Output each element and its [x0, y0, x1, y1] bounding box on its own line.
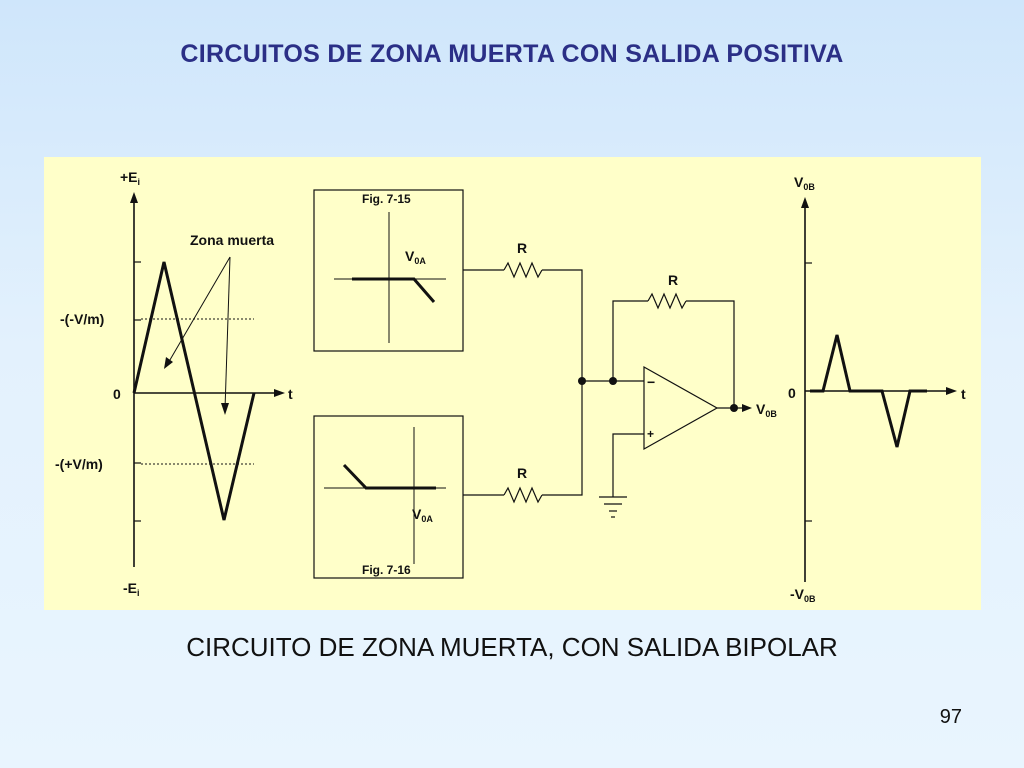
upper-threshold-label: -(-V/m): [60, 311, 104, 327]
fig-7-15-box: Fig. 7-15 V0A: [313, 189, 464, 352]
output-origin-label: 0: [788, 385, 796, 401]
output-t-arrow: [946, 387, 957, 395]
wire: [612, 433, 644, 497]
output-y-bottom-label: -V0B: [790, 586, 816, 604]
wire: [542, 269, 583, 381]
input-y-arrow: [130, 192, 138, 203]
wire: [612, 300, 648, 381]
fig-7-15-caption: Fig. 7-15: [362, 192, 411, 206]
wire: [542, 381, 583, 496]
fig-7-15-transfer-curve: [352, 277, 436, 303]
annotation-arrow-right: [224, 256, 231, 410]
output-graph: V0B -V0B 0 t: [788, 174, 966, 604]
input-y-top-label: +Ei: [120, 169, 140, 187]
fig-7-16-frame: [313, 415, 464, 579]
fig-7-16-caption: Fig. 7-16: [362, 563, 411, 577]
circuit-diagram: +Ei -Ei 0 t -(-V/m) -(+V/m) Zona muerta …: [55, 169, 966, 604]
output-y-arrow: [801, 197, 809, 208]
annotation-arrowhead-left: [164, 357, 173, 369]
slide-title: CIRCUITOS DE ZONA MUERTA CON SALIDA POSI…: [180, 40, 844, 68]
fig-7-16-output-label: V0A: [412, 506, 433, 524]
annotation-arrowhead-right: [221, 403, 229, 415]
resistor-top-label: R: [517, 240, 527, 256]
resistor-feedback-label: R: [668, 272, 678, 288]
output-arrow: [742, 404, 752, 412]
page-number: 97: [939, 706, 962, 728]
output-t-label: t: [961, 386, 966, 402]
op-amp-minus-sign: −: [647, 374, 655, 390]
input-graph: +Ei -Ei 0 t -(-V/m) -(+V/m) Zona muerta: [55, 169, 293, 598]
dead-zone-annotation: Zona muerta: [190, 232, 274, 248]
resistor-feedback-symbol: [647, 292, 687, 310]
op-amp-plus-sign: +: [647, 427, 654, 441]
resistor-bottom-label: R: [517, 465, 527, 481]
input-origin-label: 0: [113, 386, 121, 402]
fig-7-16-transfer-curve: [342, 463, 436, 490]
output-waveform: [810, 334, 927, 448]
slide-caption: CIRCUITO DE ZONA MUERTA, CON SALIDA BIPO…: [186, 632, 838, 662]
resistor-bottom-symbol: [503, 486, 543, 504]
summing-circuit: − + R R R V0B: [463, 240, 777, 518]
op-amp-symbol: [643, 365, 719, 451]
resistor-top-symbol: [503, 261, 543, 279]
fig-7-15-output-label: V0A: [405, 248, 426, 266]
annotation-arrow-left: [166, 256, 231, 366]
junction-dot: [578, 377, 586, 385]
diagram-panel: +Ei -Ei 0 t -(-V/m) -(+V/m) Zona muerta …: [44, 157, 981, 610]
output-junction-dot: [730, 404, 738, 412]
input-waveform: [132, 261, 256, 521]
input-y-bottom-label: -Ei: [123, 580, 140, 598]
wire: [686, 300, 735, 408]
output-y-top-label: V0B: [794, 174, 815, 192]
input-t-arrow: [274, 389, 285, 397]
lower-threshold-label: -(+V/m): [55, 456, 103, 472]
input-t-label: t: [288, 386, 293, 402]
fig-7-16-box: Fig. 7-16 V0A: [313, 415, 464, 579]
circuit-output-label: V0B: [756, 401, 777, 419]
